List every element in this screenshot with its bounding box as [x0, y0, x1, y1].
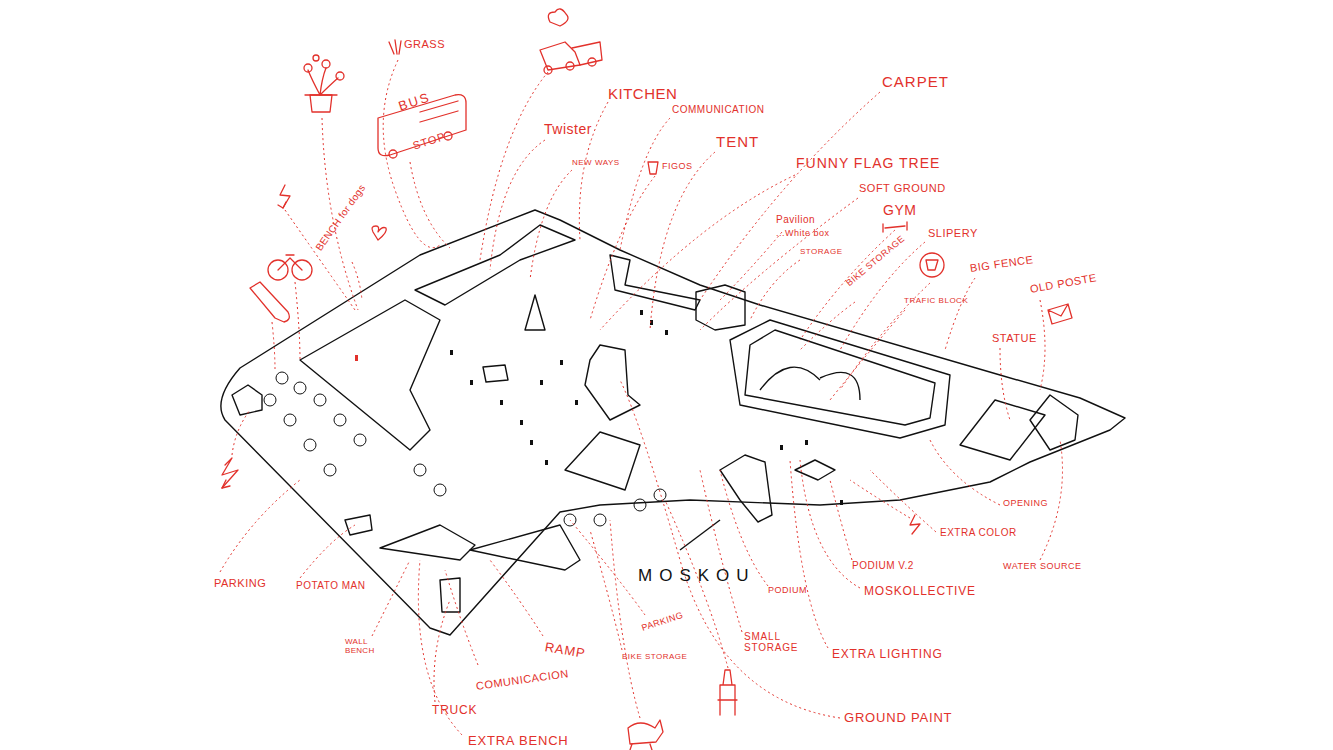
- map-annotation: BENCH for dogs: [313, 182, 367, 252]
- map-annotation: RAMP: [544, 640, 587, 661]
- map-annotation: KITCHEN: [608, 86, 677, 103]
- map-annotation: Pavilion: [776, 214, 815, 225]
- map-annotation: NEW WAYS: [572, 159, 620, 168]
- map-annotation: MOSKOLLECTIVE: [864, 585, 976, 598]
- map-annotation: STOP: [411, 130, 447, 152]
- map-annotation: COMMUNICATION: [672, 104, 764, 115]
- map-annotation: Twister: [544, 122, 592, 137]
- map-annotation: PODIUM V.2: [852, 560, 914, 571]
- map-annotation: BIG FENCE: [969, 253, 1034, 274]
- map-annotation: WALL BENCH: [345, 638, 381, 656]
- map-annotation: TENT: [716, 134, 759, 151]
- map-annotation: PARKING: [214, 577, 266, 589]
- map-annotation: GROUND PAINT: [844, 711, 952, 725]
- map-annotation: FUNNY FLAG TREE: [796, 156, 940, 171]
- map-annotation: EXTRA BENCH: [468, 734, 569, 748]
- map-annotation: TRAFIC BLOCK: [904, 297, 968, 306]
- map-annotation: EXTRA LIGHTING: [832, 648, 943, 661]
- map-annotation: COMUNICACION: [475, 667, 569, 692]
- map-annotation: BIKE STORAGE: [622, 653, 687, 662]
- map-annotation: PARKING: [640, 611, 684, 634]
- map-annotation: CARPET: [882, 74, 949, 91]
- map-annotation: TRUCK: [432, 704, 477, 717]
- map-annotation: OLD POSTE: [1029, 271, 1098, 295]
- map-annotation: ...White box: [776, 229, 830, 239]
- map-annotation: MOSKOU: [638, 567, 756, 586]
- map-annotation: STATUE: [992, 332, 1037, 344]
- map-annotation: BIKE STORAGE: [845, 234, 907, 288]
- map-annotation: GYM: [883, 203, 916, 218]
- map-annotation: WATER SOURCE: [1003, 562, 1082, 572]
- map-annotation: SOFT GROUND: [859, 182, 946, 194]
- map-annotation: GRASS: [404, 38, 445, 50]
- map-annotation: SMALL STORAGE: [744, 631, 806, 653]
- map-annotation: EXTRA COLOR: [940, 527, 1017, 538]
- map-annotation: POTATO MAN: [296, 580, 365, 591]
- map-annotation: OPENING: [1003, 499, 1048, 509]
- map-annotation: SLIPERY: [928, 227, 978, 239]
- map-annotation: PODIUM: [768, 586, 807, 596]
- map-annotation: FIGOS: [662, 162, 693, 172]
- map-annotation: STORAGE: [800, 248, 842, 257]
